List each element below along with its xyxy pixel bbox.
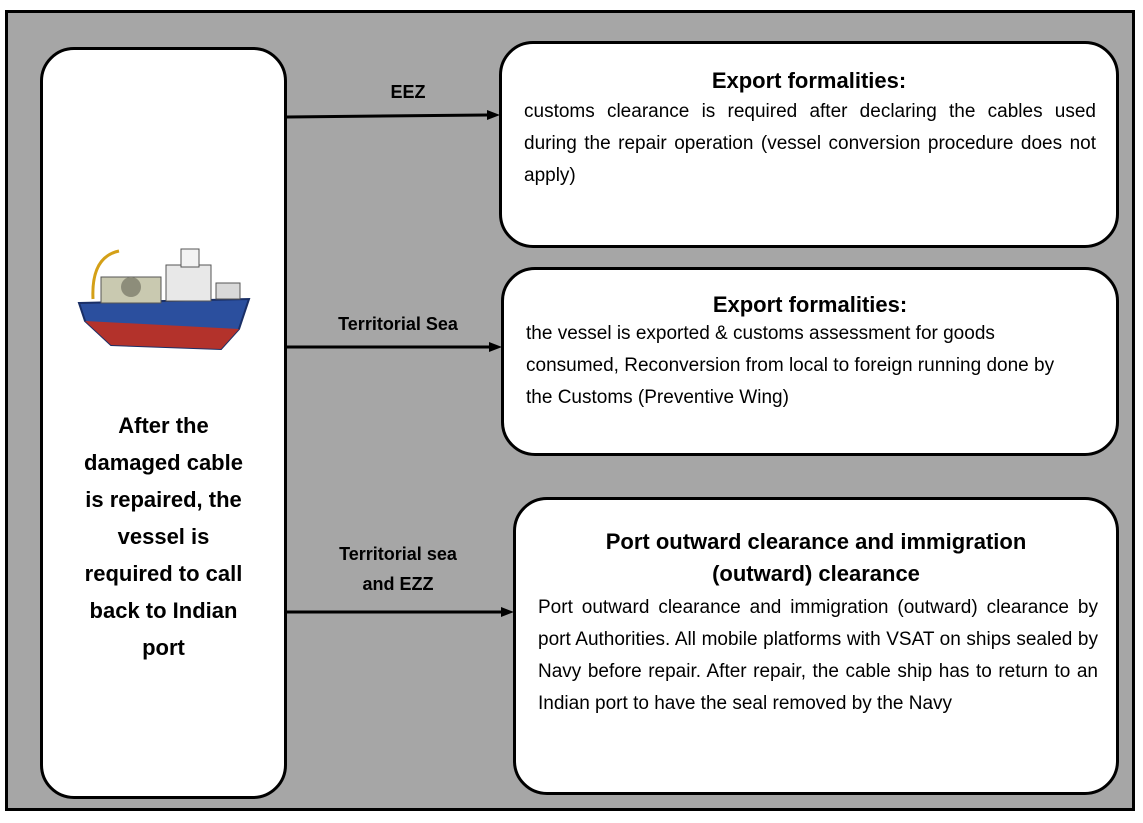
label-line: and EZZ (362, 574, 434, 594)
box-body: the vessel is exported & customs assessm… (526, 323, 1055, 408)
territorial-sea-and-ezz-box: Port outward clearance and immigration (… (513, 497, 1119, 795)
source-line: required to call (84, 561, 243, 586)
label-line: Territorial sea (339, 544, 457, 564)
diagram-frame: After the damaged cable is repaired, the… (5, 10, 1135, 811)
source-line: port (142, 635, 185, 660)
arrow-eez (287, 110, 500, 120)
territorial-sea-box: Export formalities: the vessel is export… (501, 267, 1119, 456)
box-title-line: (outward) clearance (712, 561, 920, 586)
arrow-territorial-sea (287, 342, 502, 352)
label-territorial-sea: Territorial Sea (308, 309, 488, 339)
box-body: customs clearance is required after decl… (524, 101, 1096, 186)
source-line: is repaired, the (85, 487, 242, 512)
source-text: After the damaged cable is repaired, the… (43, 407, 284, 666)
box-title: Port outward clearance and immigration (… (516, 526, 1116, 590)
box-title: Export formalities: (712, 292, 908, 317)
box-body: Port outward clearance and immigration (… (538, 597, 1098, 714)
label-line: Territorial Sea (338, 314, 458, 334)
cable-ship-image (77, 248, 251, 351)
source-box: After the damaged cable is repaired, the… (40, 47, 287, 799)
box-title: Export formalities: (711, 68, 907, 93)
arrow-territorial-sea-and-ezz (287, 607, 514, 617)
source-line: After the (118, 413, 209, 438)
label-line: EEZ (390, 82, 426, 102)
source-line: vessel is (117, 524, 210, 549)
source-line: damaged cable (84, 450, 243, 475)
eez-box: Export formalities: customs clearance is… (499, 41, 1119, 248)
source-line: back to Indian (89, 598, 238, 623)
label-territorial-sea-and-ezz: Territorial sea and EZZ (308, 539, 488, 599)
box-title-line: Port outward clearance and immigration (605, 529, 1027, 554)
label-eez: EEZ (348, 77, 468, 107)
